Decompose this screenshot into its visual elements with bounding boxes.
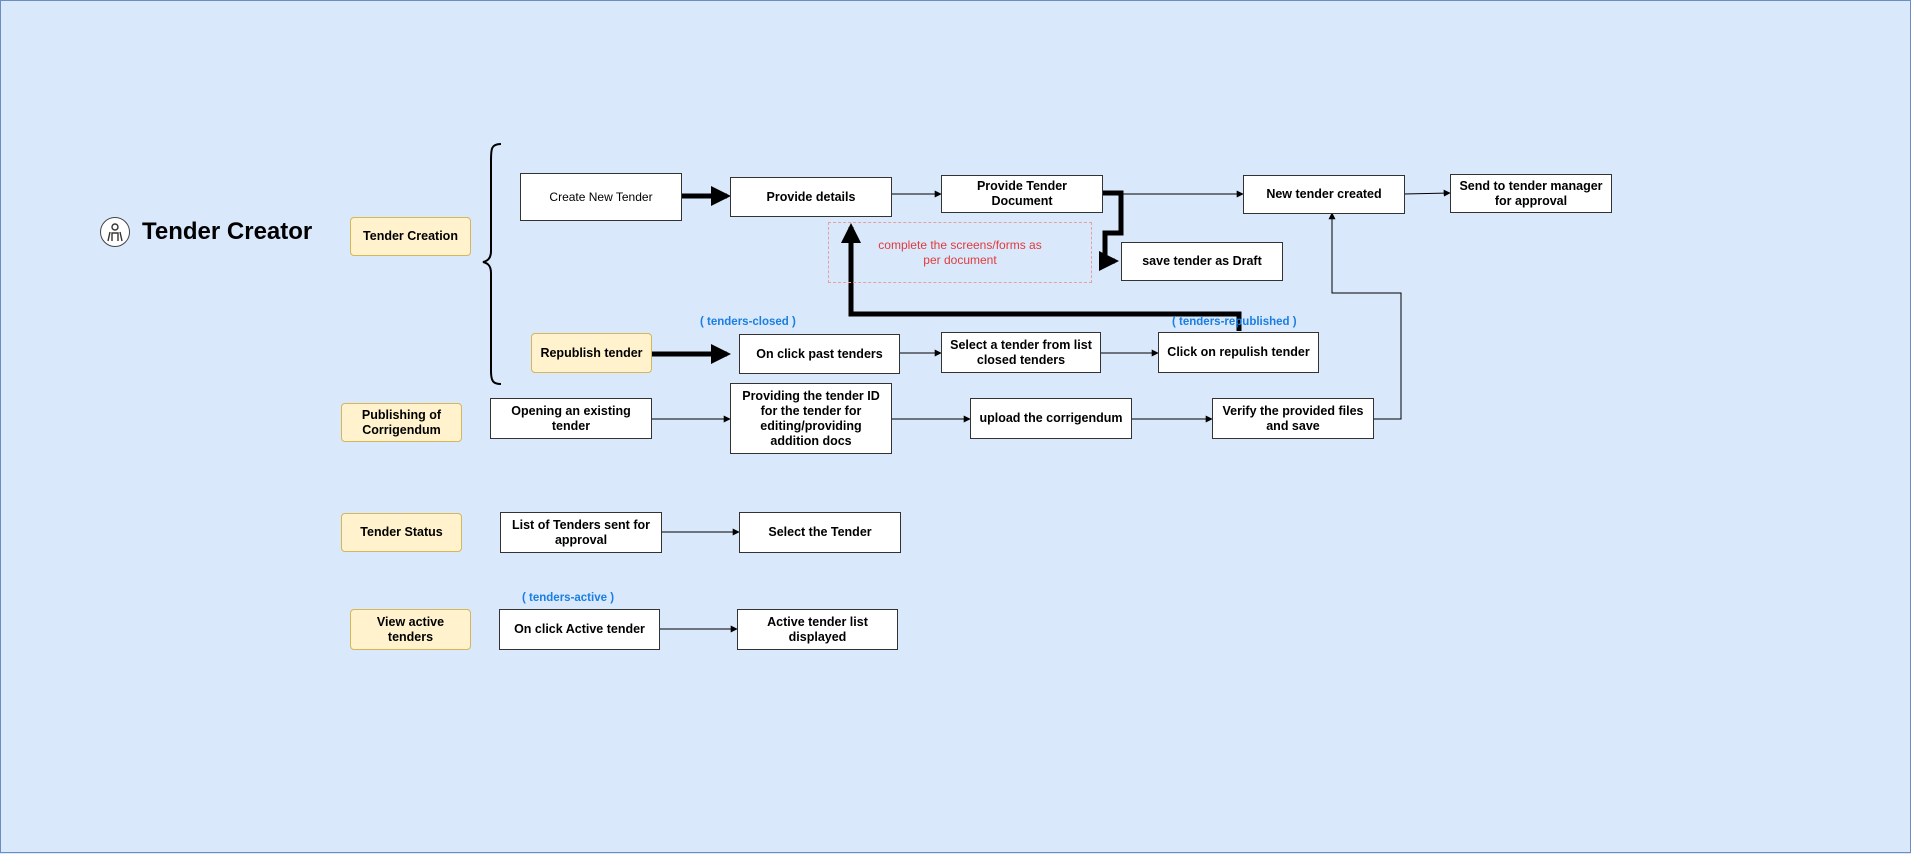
node-save-tender-draft: save tender as Draft: [1121, 242, 1283, 281]
note-complete-screens: complete the screens/forms as per docume…: [828, 222, 1092, 283]
node-on-click-past-tenders: On click past tenders: [739, 334, 900, 374]
node-on-click-active-tender: On click Active tender: [499, 609, 660, 650]
tag-tenders-republished: ( tenders-republished ): [1172, 316, 1297, 328]
category-tender-creation: Tender Creation: [350, 217, 471, 256]
node-provide-details: Provide details: [730, 177, 892, 217]
category-tender-status: Tender Status: [341, 513, 462, 552]
node-opening-existing-tender: Opening an existing tender: [490, 398, 652, 439]
tag-tenders-closed: ( tenders-closed ): [700, 316, 796, 328]
node-send-to-tender-manager: Send to tender manager for approval: [1450, 174, 1612, 213]
tag-tenders-active: ( tenders-active ): [522, 592, 615, 604]
node-active-tender-list: Active tender list displayed: [737, 609, 898, 650]
node-new-tender-created: New tender created: [1243, 175, 1405, 214]
node-list-tenders-sent: List of Tenders sent for approval: [500, 512, 662, 553]
node-verify-files-save: Verify the provided files and save: [1212, 398, 1374, 439]
note-text: complete the screens/forms as per docume…: [878, 238, 1042, 267]
arrow-republish-back-to-details: [841, 223, 1242, 331]
group-brace: [482, 143, 502, 385]
category-publishing-corrigendum: Publishing of Corrigendum: [341, 403, 462, 442]
tender-logo-icon: [100, 217, 130, 247]
node-select-the-tender: Select the Tender: [739, 512, 901, 553]
node-click-republish-tender: Click on repulish tender: [1158, 332, 1319, 373]
category-republish-tender: Republish tender: [531, 333, 652, 373]
node-providing-tender-id: Providing the tender ID for the tender f…: [730, 383, 892, 454]
node-provide-tender-document: Provide Tender Document: [941, 175, 1103, 213]
category-view-active-tenders: View active tenders: [350, 609, 471, 650]
node-create-new-tender: Create New Tender: [520, 173, 682, 221]
arrow-document-to-draft: [1099, 190, 1124, 271]
diagram-title: Tender Creator: [100, 214, 312, 250]
arrow-created-to-manager: [1403, 189, 1451, 197]
arrow-verify-to-created: [1328, 212, 1402, 420]
node-select-closed-tender: Select a tender from list closed tenders: [941, 332, 1101, 373]
page-title: Tender Creator: [142, 218, 313, 245]
node-upload-corrigendum: upload the corrigendum: [970, 398, 1132, 439]
